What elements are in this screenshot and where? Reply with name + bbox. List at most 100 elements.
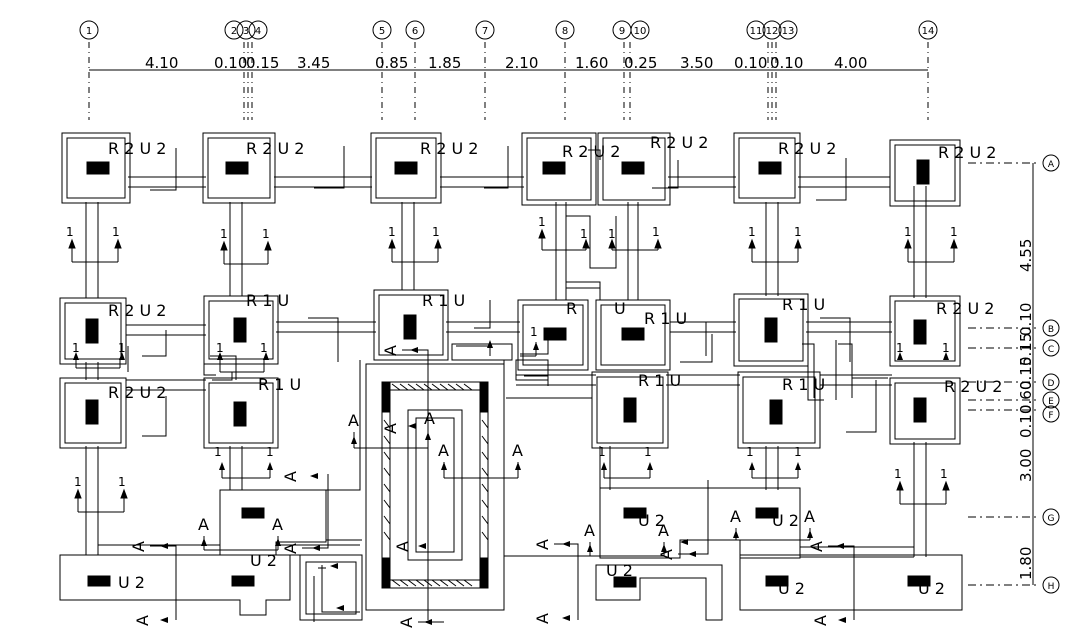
grid-bubble-2: 2 xyxy=(224,20,244,40)
svg-text:A: A xyxy=(438,441,449,460)
small-arrow-ticks xyxy=(142,187,854,569)
label-h-right2: U 2 xyxy=(918,579,945,598)
svg-text:1: 1 xyxy=(538,215,546,229)
right-grid-bubbles: A B C D E F G H xyxy=(1042,154,1060,594)
label-h-mid: U 2 xyxy=(606,561,633,580)
label-g-right2: U 2 xyxy=(772,511,799,530)
svg-text:A: A xyxy=(533,539,552,550)
svg-text:3: 3 xyxy=(243,26,249,37)
svg-text:A: A xyxy=(133,615,152,626)
section-mark-a-pit3: A xyxy=(393,541,412,552)
footing-b2 xyxy=(203,295,279,365)
label-a1: R 2 U 2 xyxy=(108,139,166,158)
dim-3-4: 0.15 xyxy=(246,54,279,72)
svg-text:1: 1 xyxy=(72,341,80,355)
svg-text:A: A xyxy=(804,507,815,526)
svg-text:9: 9 xyxy=(619,26,625,37)
footing-h-left xyxy=(59,554,291,616)
section-mark-a-r4: A xyxy=(807,541,855,620)
section-mark-a-r1: A xyxy=(533,539,579,620)
inner-walls xyxy=(127,287,888,622)
label-b9u: U xyxy=(614,299,626,318)
dim-12-13: 0.10 xyxy=(770,54,803,72)
section-mark-a-r2: A xyxy=(533,613,552,624)
svg-text:1: 1 xyxy=(942,341,950,355)
right-dimension-line xyxy=(968,162,1040,586)
svg-text:A: A xyxy=(533,613,552,624)
section-mark-a-pit2: A xyxy=(381,423,400,434)
footing-d14 xyxy=(889,377,961,445)
dim-1-2: 4.10 xyxy=(145,54,178,72)
footing-a11 xyxy=(733,132,801,204)
grid-bubble-b: B xyxy=(1042,319,1060,337)
grid-bubble-10: 10 xyxy=(630,20,650,40)
label-d2: R 1 U xyxy=(258,375,301,394)
dim-9-10: 0.25 xyxy=(624,54,657,72)
svg-text:A: A xyxy=(397,617,416,628)
footing-g-right xyxy=(599,487,801,559)
svg-text:4: 4 xyxy=(255,26,261,37)
svg-text:1: 1 xyxy=(74,475,82,489)
label-g-right1: U 2 xyxy=(638,511,665,530)
label-a8: R 2 U 2 xyxy=(562,142,620,161)
svg-text:1: 1 xyxy=(950,225,958,239)
footing-b11 xyxy=(733,293,809,367)
top-dimension-line xyxy=(88,42,929,120)
label-b11: R 1 U xyxy=(782,295,825,314)
label-h-right1: U 2 xyxy=(778,579,805,598)
footing-a5 xyxy=(370,132,442,204)
footing-d9 xyxy=(591,371,669,449)
label-d14: R 2 U 2 xyxy=(944,377,1002,396)
svg-text:1: 1 xyxy=(262,227,270,241)
svg-text:1: 1 xyxy=(580,227,588,241)
grid-bubble-11: 11 xyxy=(746,20,766,40)
footing-d11 xyxy=(737,371,821,449)
footing-h-right xyxy=(739,554,963,611)
footings xyxy=(59,132,963,621)
label-a11: R 2 U 2 xyxy=(778,139,836,158)
grid-bubble-12: 12 xyxy=(762,20,782,40)
section-mark-a-mid1: A xyxy=(281,474,329,554)
dim-4-5: 3.45 xyxy=(297,54,330,72)
grid-bubble-1: 1 xyxy=(79,20,99,40)
svg-text:A: A xyxy=(584,521,595,540)
svg-text:H: H xyxy=(1048,582,1055,592)
svg-text:A: A xyxy=(424,409,435,428)
section-mark-a-pit4: A xyxy=(397,617,444,628)
svg-text:14: 14 xyxy=(922,26,935,37)
dim-5-6: 0.85 xyxy=(375,54,408,72)
svg-text:1: 1 xyxy=(598,445,606,459)
svg-text:A: A xyxy=(281,471,300,482)
grid-bubble-7: 7 xyxy=(475,20,495,40)
svg-text:2: 2 xyxy=(231,26,237,37)
dim-c-d: 0.15 xyxy=(1017,333,1035,366)
svg-text:1: 1 xyxy=(214,445,222,459)
svg-text:7: 7 xyxy=(482,26,488,37)
grid-bubble-9: 9 xyxy=(612,20,632,40)
dim-e-f: 0.60 xyxy=(1017,381,1035,414)
svg-text:1: 1 xyxy=(748,225,756,239)
leader-lines xyxy=(142,146,877,437)
section-mark-a-left1: A xyxy=(129,541,177,620)
svg-text:A: A xyxy=(811,615,830,626)
svg-text:1: 1 xyxy=(432,225,440,239)
grid-bubble-8: 8 xyxy=(555,20,575,40)
svg-text:A: A xyxy=(730,507,741,526)
footing-labels: R 2 U 2 R 2 U 2 R 2 U 2 R 2 U 2 R 2 U 2 … xyxy=(108,133,1002,598)
dim-2-3: 0.10 xyxy=(214,54,247,72)
footing-a9 xyxy=(597,132,671,206)
label-b9: R 1 U xyxy=(644,309,687,328)
footing-b5 xyxy=(373,289,449,361)
dim-11-12: 0.10 xyxy=(734,54,767,72)
svg-text:F: F xyxy=(1048,411,1053,421)
dim-8-9: 1.60 xyxy=(575,54,608,72)
dim-f-g: 3.00 xyxy=(1017,449,1035,482)
svg-text:12: 12 xyxy=(766,26,779,37)
label-d11: R 1 U xyxy=(782,375,825,394)
label-b5: R 1 U xyxy=(422,291,465,310)
